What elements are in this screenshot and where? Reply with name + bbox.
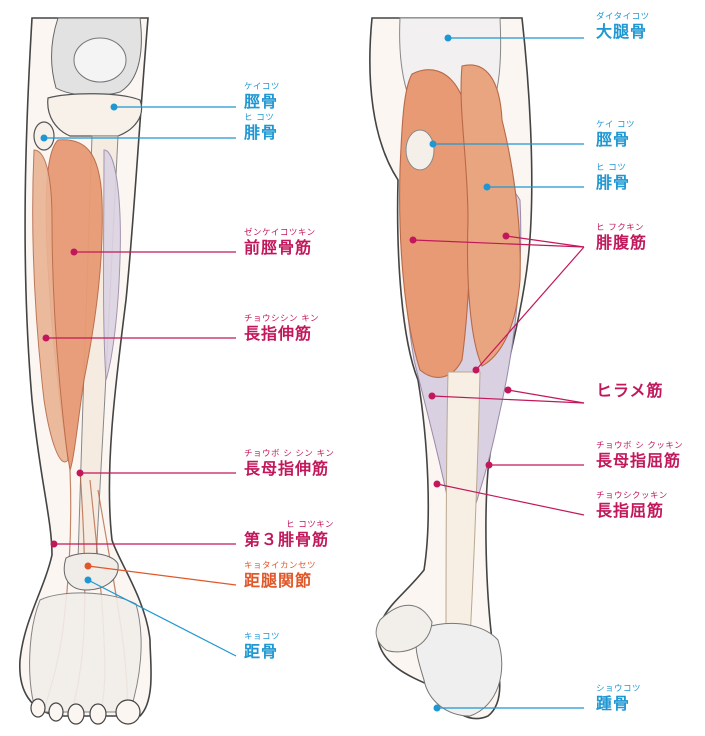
label-gastrocnemius-name: 腓腹筋	[596, 233, 647, 252]
label-tibia-name: 脛骨	[244, 92, 280, 111]
label-ext-hal-longus-name: 長母指伸筋	[244, 459, 334, 478]
label-tibia-back-furigana: ケイ コツ	[596, 120, 635, 130]
back-tibia-hint	[406, 130, 434, 170]
label-gastrocnemius-furigana: ヒ フクキン	[596, 223, 647, 233]
label-fhl-furigana: チョウボ シ クッキン	[596, 441, 683, 451]
label-fibula-furigana: ヒ コツ	[244, 113, 278, 123]
label-talocrural-joint: キョタイカンセツ 距腿関節	[244, 561, 316, 590]
label-tibialis-anterior-name: 前脛骨筋	[244, 238, 316, 257]
label-ext-dig-longus-furigana: チョウシシン キン	[244, 314, 319, 324]
label-fibula-name: 腓骨	[244, 123, 278, 142]
label-soleus: ヒラメ筋	[596, 381, 664, 400]
label-femur-furigana: ダイタイコツ	[596, 12, 650, 22]
label-tibialis-anterior-furigana: ゼンケイコツキン	[244, 228, 316, 238]
label-tibia-furigana: ケイコツ	[244, 82, 280, 92]
label-fibularis-tertius-furigana: ヒ コツキン	[244, 520, 334, 530]
back-calcaneus-shape	[416, 623, 502, 716]
label-fdl: チョウシクッキン 長指屈筋	[596, 491, 668, 520]
label-fdl-furigana: チョウシクッキン	[596, 491, 668, 501]
label-fdl-name: 長指屈筋	[596, 501, 668, 520]
label-fibularis-tertius-name: 第３腓骨筋	[244, 530, 334, 549]
front-tibia-head	[48, 94, 142, 136]
label-ext-dig-longus-name: 長指伸筋	[244, 324, 319, 343]
label-femur: ダイタイコツ 大腿骨	[596, 12, 650, 41]
label-fhl-name: 長母指屈筋	[596, 451, 683, 470]
label-ext-dig-longus: チョウシシン キン 長指伸筋	[244, 314, 319, 343]
label-femur-name: 大腿骨	[596, 22, 650, 41]
label-talocrural-furigana: キョタイカンセツ	[244, 561, 316, 571]
back-leg-illustration	[370, 18, 532, 718]
label-talus-name: 距骨	[244, 642, 280, 661]
label-tibia-back-name: 脛骨	[596, 130, 635, 149]
label-ext-hal-longus-furigana: チョウボ シ シン キン	[244, 449, 334, 459]
label-tibia-back: ケイ コツ 脛骨	[596, 120, 635, 149]
front-patella	[74, 38, 126, 82]
label-tibia: ケイコツ 脛骨	[244, 82, 280, 111]
label-fibula-back: ヒ コツ 腓骨	[596, 163, 630, 192]
label-fibula-back-furigana: ヒ コツ	[596, 163, 630, 173]
label-talus-furigana: キョコツ	[244, 632, 280, 642]
label-fibula: ヒ コツ 腓骨	[244, 113, 278, 142]
label-fibularis-tertius: ヒ コツキン 第３腓骨筋	[244, 520, 334, 549]
label-talocrural-name: 距腿関節	[244, 571, 316, 590]
label-fibula-back-name: 腓骨	[596, 173, 630, 192]
back-gastrocnemius-medial-shape	[400, 70, 471, 378]
label-calcaneus-name: 踵骨	[596, 694, 641, 713]
label-soleus-name: ヒラメ筋	[596, 381, 664, 400]
label-ext-hal-longus: チョウボ シ シン キン 長母指伸筋	[244, 449, 334, 478]
label-gastrocnemius: ヒ フクキン 腓腹筋	[596, 223, 647, 252]
label-talus: キョコツ 距骨	[244, 632, 280, 661]
label-tibialis-anterior: ゼンケイコツキン 前脛骨筋	[244, 228, 316, 257]
label-calcaneus-furigana: ショウコツ	[596, 684, 641, 694]
front-leg-illustration	[20, 18, 151, 724]
front-foot-bones	[30, 593, 142, 712]
label-calcaneus: ショウコツ 踵骨	[596, 684, 641, 713]
label-fhl: チョウボ シ クッキン 長母指屈筋	[596, 441, 683, 470]
